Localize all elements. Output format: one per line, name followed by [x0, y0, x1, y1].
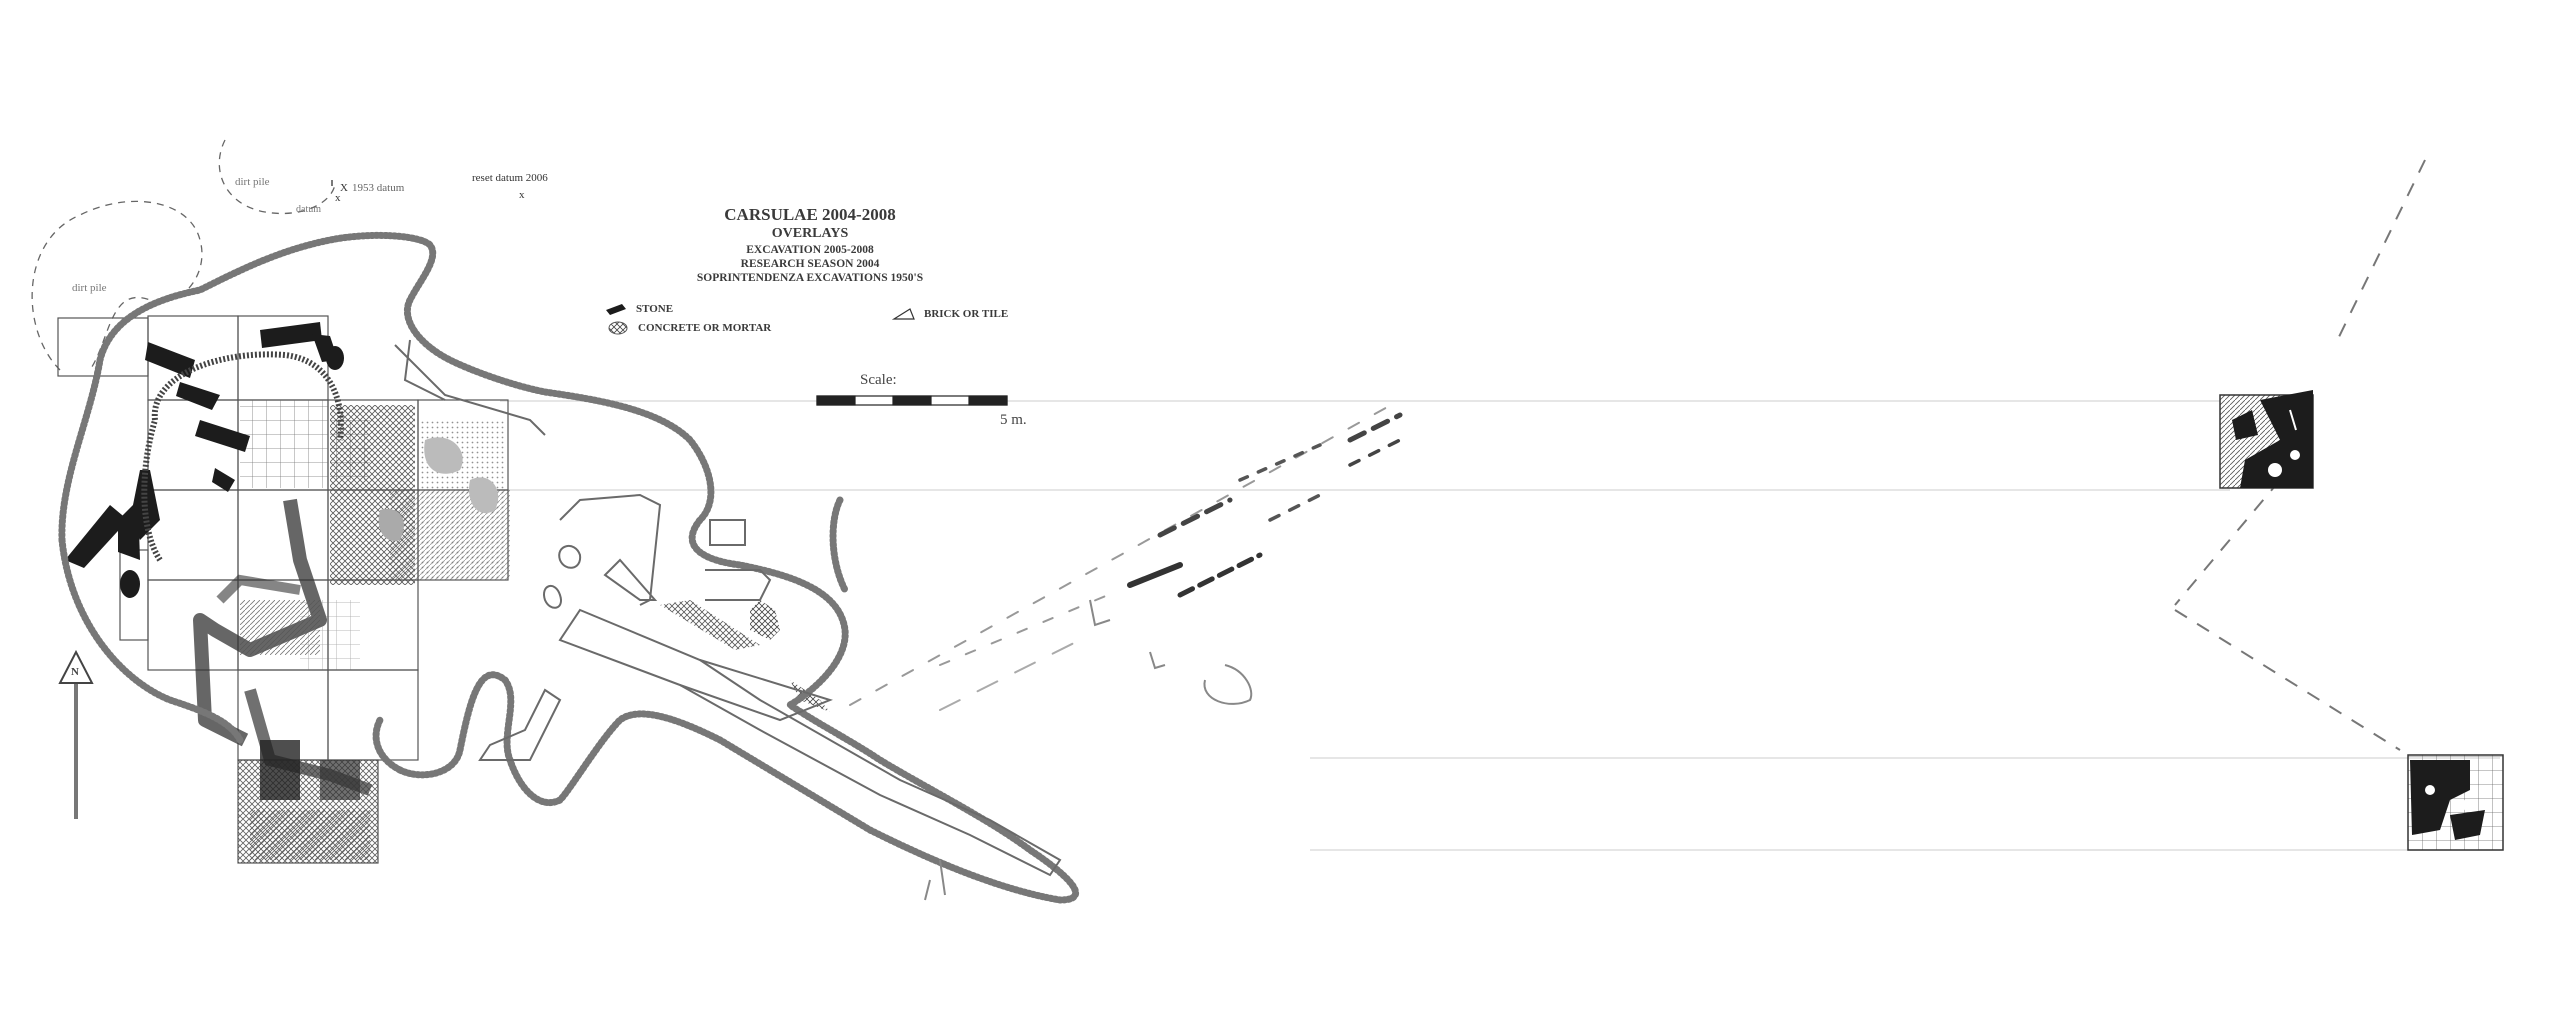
- legend-brick: BRICK OR TILE: [892, 307, 1008, 321]
- scale-bar: [816, 395, 1008, 406]
- stone-blocks: [65, 322, 344, 598]
- wall-alignment-dashes: [849, 399, 1403, 711]
- excavated-features: [193, 400, 830, 863]
- dirt-pile-outlines: [31, 139, 336, 371]
- scale-label: Scale:: [860, 372, 897, 388]
- north-arrow: [58, 649, 94, 819]
- structure-outlines: [394, 339, 1062, 877]
- label-datum: datum: [296, 204, 321, 215]
- scale-value: 5 m.: [1000, 412, 1027, 428]
- label-1953-datum: 1953 datum: [352, 182, 405, 194]
- stone-swatch-icon: [606, 304, 626, 315]
- plan-title-block: CARSULAE 2004-2008 OVERLAYS EXCAVATION 2…: [640, 204, 980, 285]
- trench-right-2: [2407, 754, 2504, 851]
- legend-brick-label: BRICK OR TILE: [924, 308, 1009, 320]
- label-reset-datum: reset datum 2006: [472, 172, 548, 184]
- faint-features: [924, 599, 1253, 901]
- label-1953-datum-x: X: [340, 182, 348, 194]
- legend-concrete: CONCRETE OR MORTAR: [608, 321, 771, 335]
- label-datum-x: x: [335, 192, 341, 204]
- legend-concrete-label: CONCRETE OR MORTAR: [638, 322, 772, 334]
- plan-title: CARSULAE 2004-2008: [724, 205, 896, 224]
- trench-right-1: [2219, 390, 2314, 489]
- legend-stone: STONE: [604, 302, 673, 316]
- label-dirt-pile-upper: dirt pile: [235, 176, 270, 188]
- plan-line-3: SOPRINTENDENZA EXCAVATIONS 1950'S: [696, 272, 924, 284]
- plan-subtitle: OVERLAYS: [771, 226, 849, 241]
- plan-line-1: EXCAVATION 2005-2008: [746, 244, 874, 256]
- guide-lines: [500, 400, 2500, 851]
- north-label: N: [71, 666, 79, 678]
- dashed-right-lines: [2174, 159, 2426, 751]
- plan-line-2: RESEARCH SEASON 2004: [740, 258, 880, 270]
- label-reset-datum-x: x: [519, 189, 525, 201]
- apsidal-wall: [141, 351, 344, 562]
- legend-stone-label: STONE: [636, 303, 674, 315]
- excavation-boundary: [58, 231, 1079, 904]
- brick-swatch-icon: [892, 308, 915, 320]
- concrete-swatch-icon: [608, 321, 628, 335]
- label-dirt-pile-left: dirt pile: [72, 282, 107, 294]
